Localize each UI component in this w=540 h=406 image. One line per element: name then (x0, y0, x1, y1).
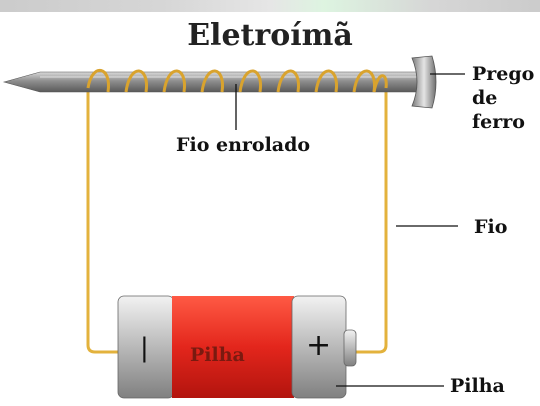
coil-windings (86, 68, 388, 93)
battery-minus-sign: | (140, 333, 149, 363)
pointer-lines (235, 73, 465, 387)
wire (86, 86, 388, 354)
nail-label-line1: Prego (472, 63, 535, 85)
nail-label: Prego de ferro (472, 62, 534, 134)
battery-inner-label: Pilha (190, 344, 245, 366)
battery (117, 295, 357, 399)
nail-label-line3: ferro (472, 111, 525, 133)
diagram-title: Eletroímã (187, 18, 353, 53)
iron-nail (2, 55, 437, 109)
coil-label: Fio enrolado (176, 134, 311, 156)
battery-label: Pilha (450, 375, 505, 397)
top-decorative-strip (0, 0, 540, 12)
nail-label-line2: de (472, 87, 498, 109)
wire-label: Fio (474, 216, 508, 238)
battery-plus-sign: + (306, 328, 332, 363)
